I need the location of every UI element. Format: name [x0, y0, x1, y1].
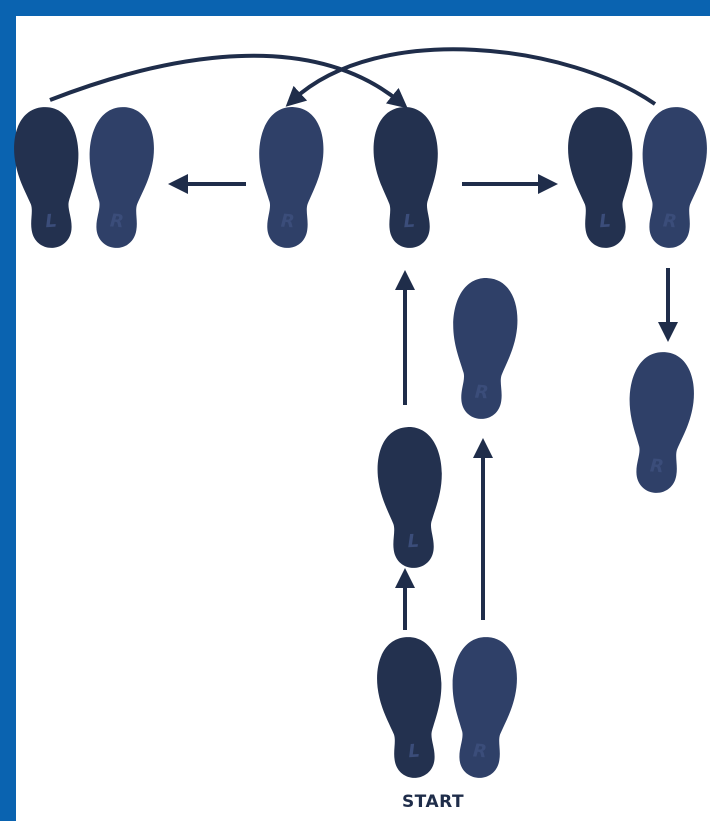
left-footprint: L — [373, 107, 438, 248]
footprint-shape — [452, 637, 517, 778]
curved-arrow-far-left-to-center — [49, 53, 408, 109]
right-footprint: R — [642, 107, 707, 248]
step-arrows — [49, 47, 678, 630]
footprint-shape — [377, 637, 442, 778]
right-footprint: R — [259, 107, 324, 248]
foot-mark: R — [109, 210, 124, 232]
footprint-shape — [14, 107, 79, 248]
start-label: START — [402, 792, 464, 812]
right-footprint: R — [629, 352, 694, 493]
frame-border-top — [0, 0, 710, 16]
foot-mark: L — [45, 211, 58, 233]
frame-border-left — [0, 0, 16, 821]
left-footprint: L — [14, 107, 79, 248]
foot-mark: R — [662, 210, 677, 232]
footprint-shape — [259, 107, 324, 248]
left-footprint: L — [568, 107, 633, 248]
footprint-shape — [568, 107, 633, 248]
foot-mark: L — [403, 211, 416, 233]
curved-arrow-far-right-to-center — [285, 47, 657, 107]
foot-mark: R — [472, 740, 487, 762]
foot-mark: R — [649, 455, 664, 477]
foot-mark: L — [407, 531, 420, 553]
right-footprint: R — [452, 637, 517, 778]
footprint-shape — [373, 107, 438, 248]
footprint-shape — [642, 107, 707, 248]
right-footprint: R — [453, 278, 518, 419]
left-footprint: L — [377, 637, 442, 778]
footprint-shape — [89, 107, 154, 248]
foot-mark: L — [599, 211, 612, 233]
footprint-shape — [453, 278, 518, 419]
foot-mark: R — [474, 382, 489, 404]
footprints: L R R L L R R L R R L — [14, 107, 707, 778]
foot-mark: R — [280, 211, 295, 233]
left-footprint: L — [377, 427, 442, 568]
footprint-shape — [377, 427, 442, 568]
footprint-shape — [629, 352, 694, 493]
foot-mark: L — [408, 741, 421, 763]
right-footprint: R — [89, 107, 154, 248]
